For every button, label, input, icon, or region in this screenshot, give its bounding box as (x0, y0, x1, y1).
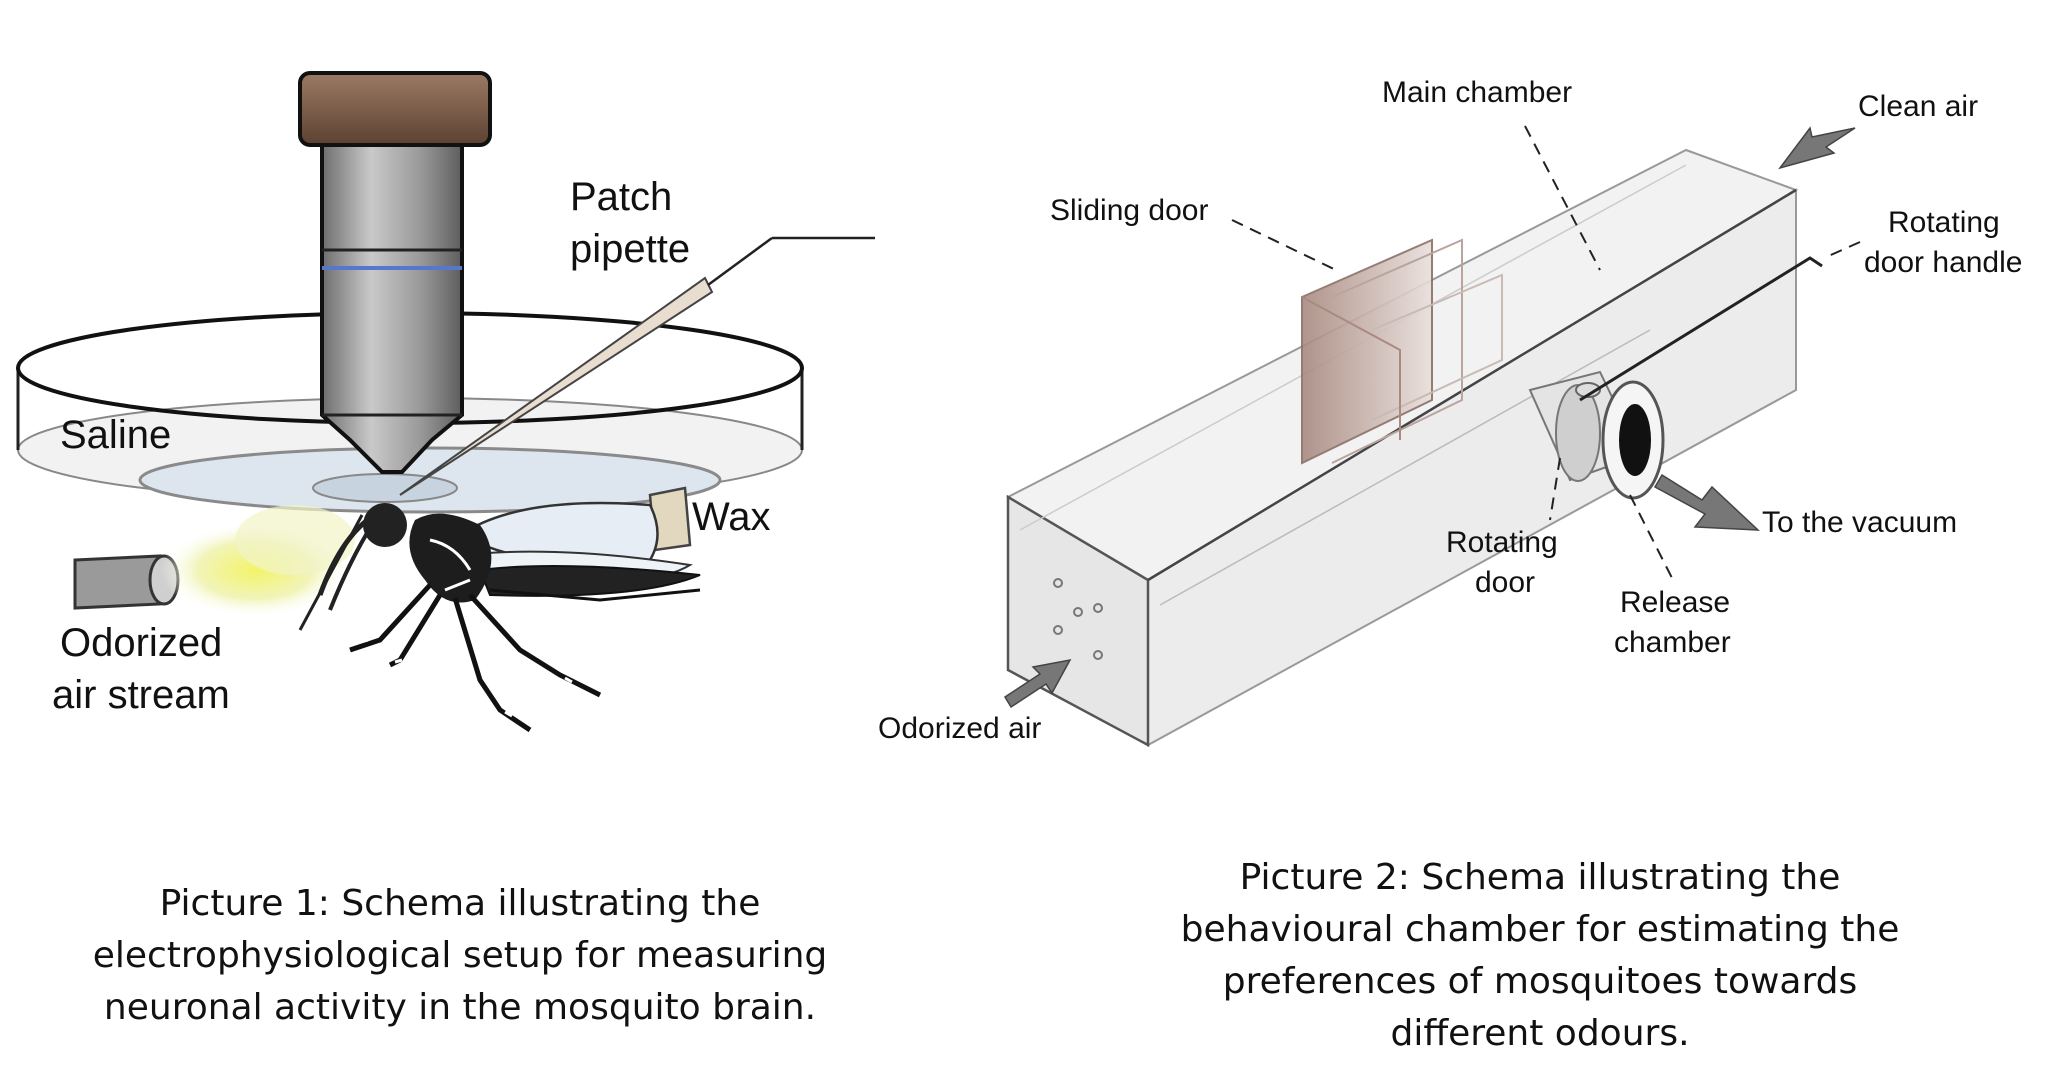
wax-label: Wax (692, 495, 771, 539)
sliding-door (1301, 238, 1503, 465)
recording-well (312, 473, 458, 503)
caption1-line: Picture 1: Schema illustrating the (159, 883, 761, 924)
figure2-caption: Picture 2: Schema illustrating the behav… (1120, 852, 1960, 1060)
odorized-air-stream-label-2: air stream (52, 673, 230, 717)
rotating-door-label-1: Rotating (1446, 526, 1558, 559)
microscope-objective (298, 71, 492, 474)
release-chamber-label-2: chamber (1614, 626, 1731, 659)
patch-pipette-label-1: Patch (570, 175, 672, 219)
rotating-door-handle-label-2: door handle (1864, 246, 2022, 279)
caption1-line: neuronal activity in the mosquito brain. (103, 987, 817, 1028)
release-chamber-label-1: Release (1620, 586, 1730, 619)
rotating-door-label-2: door (1475, 566, 1535, 599)
rotating-door-handle-label-1: Rotating (1888, 206, 2000, 239)
caption2-line: Picture 2: Schema illustrating the (1239, 857, 1841, 898)
clean-air-arrow (1778, 126, 1856, 170)
odorized-air-stream-label-1: Odorized (60, 621, 222, 665)
clean-air-label: Clean air (1858, 90, 1978, 123)
figure1-caption: Picture 1: Schema illustrating the elect… (40, 878, 880, 1034)
release-chamber (1528, 370, 1665, 500)
sliding-door-label: Sliding door (1050, 194, 1208, 227)
patch-pipette-label-2: pipette (570, 227, 690, 271)
odorized-air-arrow (1003, 658, 1072, 709)
vacuum-label: To the vacuum (1762, 506, 1957, 539)
leader-lines (1231, 125, 1861, 579)
main-chamber-label: Main chamber (1382, 76, 1572, 109)
figure1-electrophysiology-setup: Patch pipette Saline Wax Odorized air st… (16, 71, 875, 733)
caption2-line: behavioural chamber for estimating the (1180, 909, 1900, 950)
caption1-line: electrophysiological setup for measuring (92, 935, 828, 976)
caption2-line: different odours. (1390, 1013, 1690, 1054)
caption2-line: preferences of mosquitoes towards (1222, 961, 1858, 1002)
inlet-holes (1053, 578, 1103, 660)
figure2-behavioural-chamber: Main chamber Clean air Sliding door Rota… (878, 76, 2022, 748)
vacuum-arrow (1653, 473, 1761, 531)
mosquito (298, 486, 701, 733)
saline-label: Saline (60, 413, 171, 457)
mosquito-thorax (409, 513, 492, 603)
patch-pipette (399, 236, 875, 496)
odorized-air-label: Odorized air (878, 712, 1041, 745)
rotating-door-handle (1579, 256, 1823, 402)
